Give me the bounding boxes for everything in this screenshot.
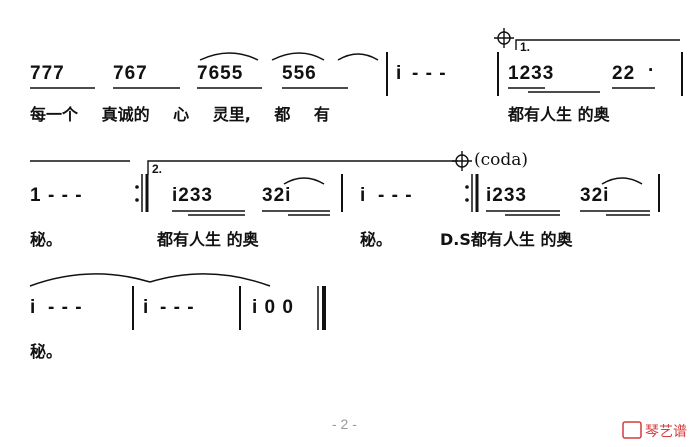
page-number: - 2 -	[332, 416, 357, 432]
lyrics-line: 每一个 真诚的 心 灵里, 都 有	[30, 105, 330, 124]
sustain-dashes: - - -	[48, 297, 83, 318]
notes-group: 7655	[197, 63, 244, 84]
lyrics-line: 都有人生 的奥	[157, 230, 259, 249]
notes-group: i233	[172, 185, 213, 206]
notes-group: i233	[486, 185, 527, 206]
tie	[283, 177, 325, 185]
notes-group: 767	[113, 63, 148, 84]
notes-group: 22	[612, 63, 636, 84]
logo-mark	[622, 421, 642, 439]
tie	[29, 273, 151, 287]
volta-1-label: 1.	[520, 40, 531, 54]
tie	[149, 273, 271, 287]
notes-group: 32i	[580, 185, 610, 206]
tie	[271, 52, 325, 61]
watermark: 琴艺谱	[645, 424, 687, 440]
lyrics-line: 都有人生 的奥	[508, 105, 610, 124]
tie	[601, 177, 643, 185]
notes-group: 777	[30, 63, 65, 84]
notes-group: 1	[30, 185, 42, 206]
notes-group: 1233	[508, 63, 555, 84]
notes-group: i 0 0	[252, 297, 294, 318]
lyrics-line: D.S都有人生 的奥	[440, 230, 573, 249]
tie	[337, 53, 379, 61]
tie	[199, 52, 259, 61]
notes-group: i	[396, 63, 403, 84]
volta-2-label: 2.	[152, 162, 163, 176]
sustain-dashes: - - -	[412, 63, 447, 84]
sustain-dashes: - - -	[160, 297, 195, 318]
coda-label: (coda)	[474, 150, 529, 170]
lyrics-line: 秘。	[30, 230, 63, 249]
notes-group: i	[360, 185, 367, 206]
notes-group: i	[143, 297, 150, 318]
notes-group: 556	[282, 63, 317, 84]
volta-1-bracket	[515, 39, 680, 50]
volta-2-bracket	[147, 160, 458, 175]
lyrics-line: 秘。	[360, 230, 393, 249]
dot: ·	[648, 60, 656, 81]
notes-group: 32i	[262, 185, 292, 206]
sustain-dashes: - - -	[378, 185, 413, 206]
lyrics-line: 秘。	[30, 342, 63, 361]
notes-group: i	[30, 297, 37, 318]
sustain-dashes: - - -	[48, 185, 83, 206]
